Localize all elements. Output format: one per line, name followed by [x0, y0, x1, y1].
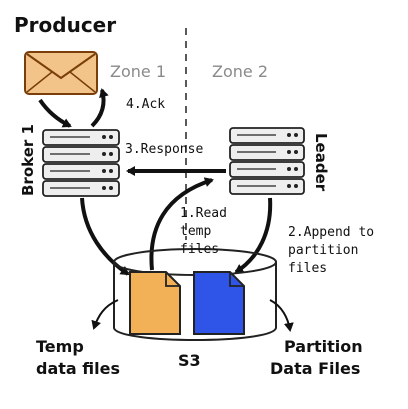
step-response-label: 3.Response [125, 142, 203, 157]
leader-label: Leader [312, 133, 330, 192]
broker-label: Broker 1 [19, 124, 37, 196]
partition-files-label: Partition Data Files [270, 337, 368, 378]
append-arrow [234, 197, 273, 274]
partition-file-icon [193, 271, 245, 335]
step-append-label: 2.Append to partition files [288, 225, 382, 276]
envelope-icon [24, 51, 98, 95]
write-temp-arrow [80, 197, 130, 276]
zone-1-label: Zone 1 [110, 62, 166, 81]
zone-2-label: Zone 2 [212, 62, 268, 81]
read-arrow [149, 177, 214, 271]
broker-server-icon [42, 129, 120, 197]
produce-arrow [38, 98, 72, 128]
step-read-label: 1.Read temp files [180, 206, 235, 257]
ack-arrow [90, 88, 109, 128]
s3-label: S3 [178, 351, 201, 370]
step-ack-label: 4.Ack [126, 97, 165, 112]
temp-files-label: Temp data files [36, 337, 120, 378]
temp-file-icon [129, 271, 181, 335]
partition-files-pointer [269, 299, 294, 332]
leader-server-icon [229, 127, 305, 195]
producer-label: Producer [14, 13, 116, 37]
temp-files-pointer [91, 299, 119, 330]
